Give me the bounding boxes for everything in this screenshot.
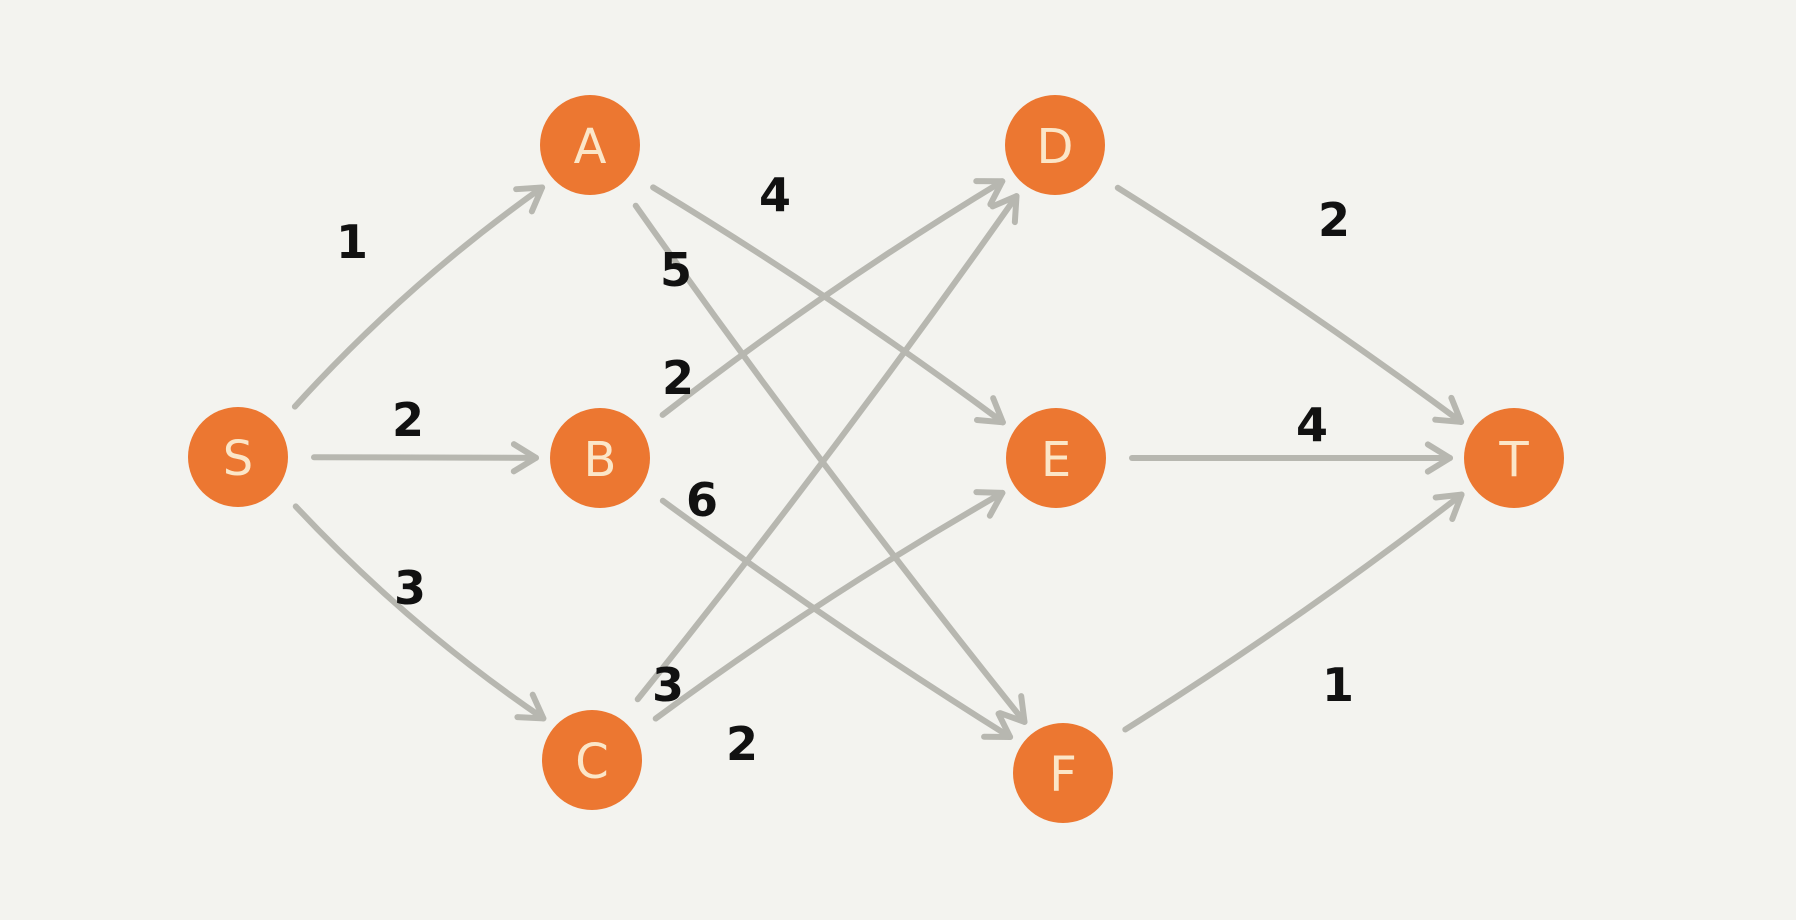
arrow-head-icon: [973, 395, 1006, 426]
node-label: S: [223, 431, 253, 487]
arrow-head-icon: [981, 710, 1014, 740]
arrow-head-icon: [513, 184, 546, 215]
node-circle: [1464, 408, 1564, 508]
node-circle: [1013, 723, 1113, 823]
edge-line: [652, 489, 1006, 722]
node-e: E: [1006, 408, 1106, 508]
node-a: A: [540, 95, 640, 195]
edge-b-f: [659, 497, 1014, 740]
arrow-head-icon: [973, 178, 1006, 208]
node-circle: [188, 407, 288, 507]
edge-line: [1122, 491, 1465, 733]
node-label: A: [574, 119, 607, 175]
arrow-head-icon: [973, 489, 1006, 519]
edge-weight-e-t: 4: [1296, 398, 1328, 452]
node-label: E: [1041, 432, 1071, 488]
edge-weight-s-a: 1: [336, 215, 368, 269]
edge-d-t: [1114, 184, 1465, 425]
edge-weight-d-t: 2: [1318, 193, 1350, 247]
edge-f-t: [1122, 491, 1465, 733]
edge-c-d: [634, 193, 1020, 703]
node-t: T: [1464, 408, 1564, 508]
edge-line: [292, 503, 547, 722]
arrow-head-icon: [1424, 441, 1453, 475]
edge-line: [632, 202, 1028, 725]
edges-layer: [291, 178, 1465, 740]
edge-weight-a-f: 5: [660, 243, 692, 297]
node-label: F: [1049, 747, 1077, 803]
arrow-head-icon: [510, 441, 539, 475]
node-circle: [542, 710, 642, 810]
edge-line: [634, 193, 1020, 703]
arrow-head-icon: [514, 691, 547, 722]
edge-s-c: [292, 503, 547, 722]
edge-s-b: [311, 441, 539, 475]
edge-c-e: [652, 489, 1006, 722]
edge-line: [1114, 184, 1465, 425]
node-f: F: [1013, 723, 1113, 823]
node-b: B: [550, 408, 650, 508]
edge-a-f: [632, 202, 1028, 725]
node-circle: [550, 408, 650, 508]
node-circle: [1005, 95, 1105, 195]
node-label: B: [584, 432, 617, 488]
edge-weight-c-d: 3: [652, 658, 684, 712]
edge-weight-a-e: 4: [759, 168, 791, 222]
edge-weight-c-e: 2: [726, 717, 758, 771]
edge-weight-f-t: 1: [1322, 658, 1354, 712]
node-circle: [1006, 408, 1106, 508]
edge-weight-b-d: 2: [662, 351, 694, 405]
arrow-head-icon: [989, 193, 1020, 226]
node-label: T: [1498, 432, 1529, 488]
edge-weight-s-b: 2: [392, 393, 424, 447]
edge-line: [311, 454, 539, 461]
node-label: D: [1037, 119, 1074, 175]
node-s: S: [188, 407, 288, 507]
arrow-head-icon: [1432, 491, 1465, 522]
edge-a-e: [650, 184, 1006, 426]
node-d: D: [1005, 95, 1105, 195]
node-c: C: [542, 710, 642, 810]
node-circle: [540, 95, 640, 195]
node-label: C: [575, 734, 609, 790]
arrow-head-icon: [1432, 394, 1465, 425]
edge-e-t: [1129, 441, 1453, 475]
edge-line: [659, 178, 1006, 418]
edge-line: [650, 184, 1006, 426]
nodes-layer: S A B C D E F T: [188, 95, 1564, 823]
edge-weight-s-c: 3: [394, 561, 426, 615]
edge-line: [291, 184, 546, 410]
edge-weight-b-f: 6: [686, 473, 718, 527]
edge-b-d: [659, 178, 1006, 418]
edge-line: [659, 497, 1014, 740]
arrow-head-icon: [997, 693, 1028, 725]
edge-s-a: [291, 184, 546, 410]
